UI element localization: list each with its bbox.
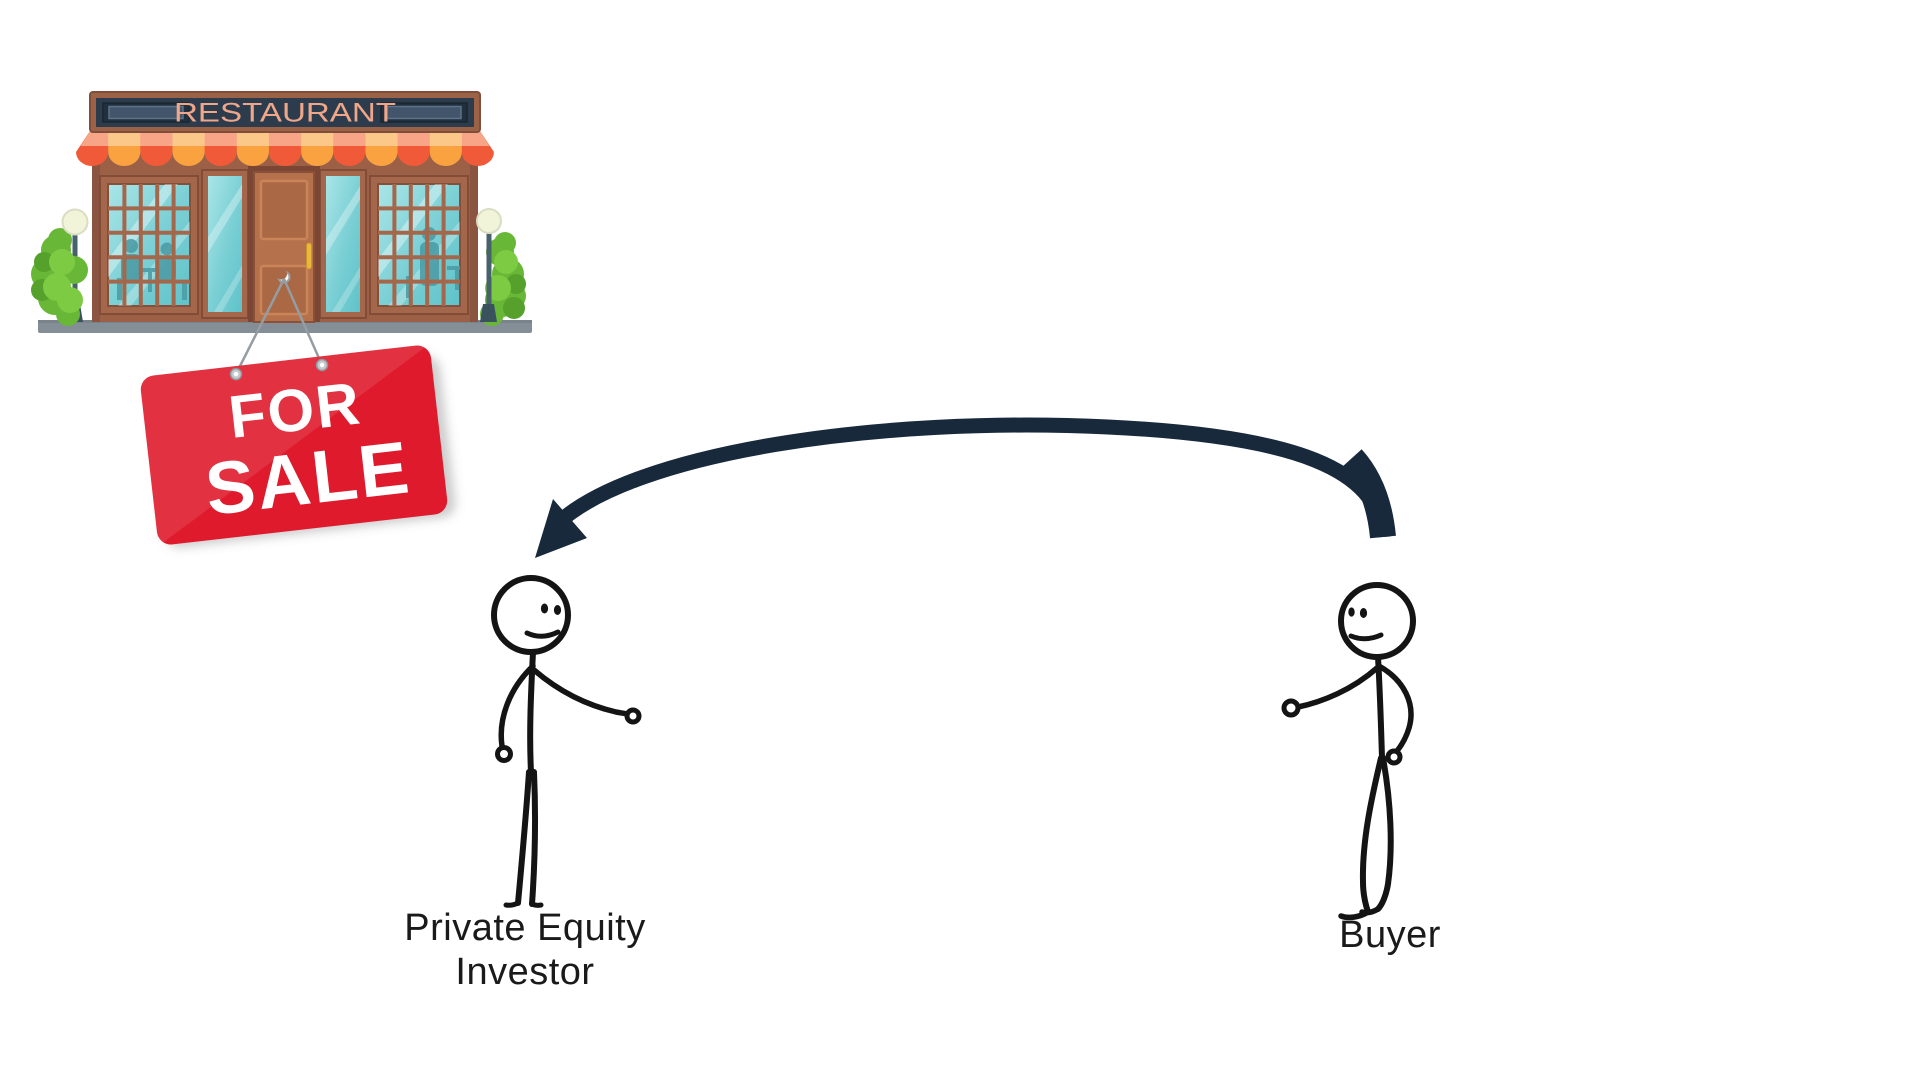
restaurant-sign: RESTAURANT [89, 91, 481, 133]
left-window [99, 175, 199, 315]
buyer-head [1338, 582, 1416, 660]
sign-grommet-right [315, 358, 329, 372]
transfer-arrow-icon [535, 417, 1396, 558]
bush-left [31, 228, 88, 326]
lamp-globe-left [61, 208, 89, 236]
arrow-head [535, 499, 587, 558]
pe-eyes [540, 603, 562, 615]
for-sale-sign-board [140, 345, 448, 545]
right-window [369, 175, 469, 315]
stick-figure-private-equity-investor [491, 575, 642, 908]
stick-figure-buyer [1281, 582, 1416, 921]
arrow-curve [551, 417, 1391, 538]
hanging-hook [276, 268, 291, 284]
right-sidelight [319, 169, 367, 319]
pe-mouth [524, 629, 561, 639]
left-sidelight [201, 169, 249, 319]
label-private-equity-investor: Private Equity Investor [404, 907, 646, 994]
restaurant-illustration: RESTAURANT [31, 91, 532, 548]
for-sale-text-line1: FOR [225, 369, 364, 451]
lamp-globe-right [476, 208, 502, 234]
arrow-tail [1342, 449, 1396, 539]
sign-grommet-left [229, 367, 243, 381]
for-sale-sign: FOR SALE [139, 344, 456, 548]
door-handle [306, 242, 312, 270]
buyer-mouth [1348, 632, 1384, 642]
restaurant-sign-text: RESTAURANT [174, 98, 396, 128]
label-buyer: Buyer [1339, 914, 1441, 956]
restaurant-door [248, 166, 320, 323]
buyer-eyes [1348, 607, 1368, 618]
sign-strings [234, 278, 324, 375]
pe-head [491, 575, 571, 655]
street-lamp-right [476, 208, 502, 322]
